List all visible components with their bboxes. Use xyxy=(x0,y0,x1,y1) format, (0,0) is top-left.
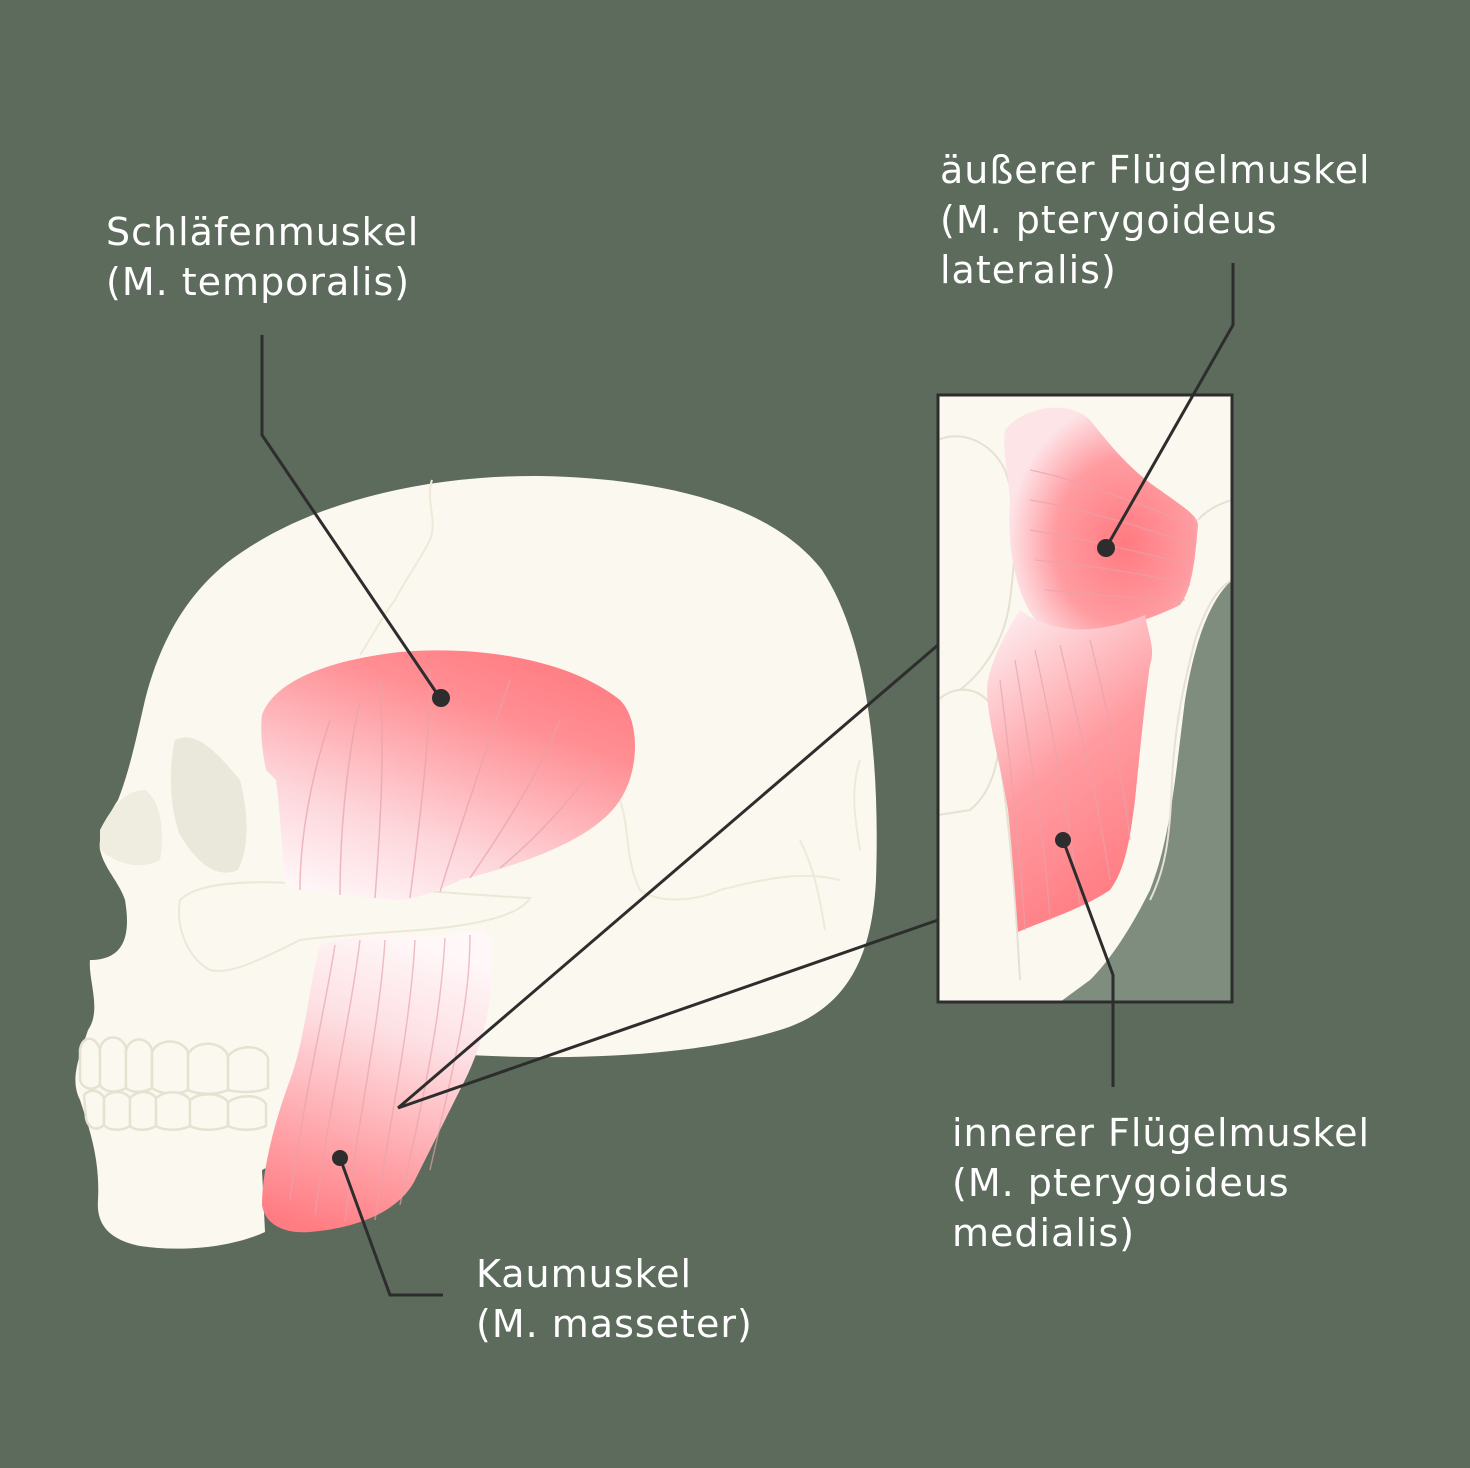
label-pterygoideus-medialis-name: innerer Flügelmuskel xyxy=(952,1111,1371,1155)
leader-line-masseter xyxy=(338,1157,443,1297)
teeth xyxy=(78,1036,270,1131)
dot-temporalis xyxy=(432,689,450,707)
skull-orbit-shadow xyxy=(170,737,247,873)
skull-nose-shadow xyxy=(100,790,162,866)
inset-shadow-region xyxy=(1060,580,1232,1002)
label-masseter-latin: (M. masseter) xyxy=(476,1302,753,1346)
masseter-muscle xyxy=(262,930,493,1233)
skull-sutures xyxy=(359,479,861,931)
temporalis-muscle xyxy=(261,650,635,900)
label-pterygoideus-lateralis-latin-1: (M. pterygoideus xyxy=(940,198,1278,242)
label-temporalis-latin: (M. temporalis) xyxy=(106,260,411,304)
label-pterygoideus-lateralis: äußerer Flügelmuskel (M. pterygoideus la… xyxy=(940,145,1371,295)
label-temporalis: Schläfenmuskel (M. temporalis) xyxy=(106,207,419,307)
dot-pterygoid-medial xyxy=(1055,832,1071,848)
lateral-pterygoid-muscle xyxy=(1004,407,1198,640)
leader-line-pterygoid-medial xyxy=(1061,839,1115,1087)
medial-pterygoid-muscle xyxy=(987,610,1153,932)
label-pterygoideus-medialis-latin-1: (M. pterygoideus xyxy=(952,1161,1290,1205)
leader-line-pterygoid-lateral xyxy=(1104,263,1235,549)
label-masseter: Kaumuskel (M. masseter) xyxy=(476,1249,753,1349)
inset-frame-border xyxy=(936,393,1234,1004)
zoom-line-upper xyxy=(397,643,939,1110)
dot-masseter xyxy=(332,1150,348,1166)
leader-lines xyxy=(260,263,1235,1297)
label-pterygoideus-medialis-latin-2: medialis) xyxy=(952,1211,1136,1255)
label-masseter-name: Kaumuskel xyxy=(476,1252,693,1296)
leader-line-temporalis xyxy=(260,335,442,699)
label-pterygoideus-lateralis-name: äußerer Flügelmuskel xyxy=(940,148,1371,192)
leader-dots xyxy=(332,539,1115,1166)
zoom-line-lower xyxy=(397,918,939,1110)
label-temporalis-name: Schläfenmuskel xyxy=(106,210,420,254)
inset-detail xyxy=(936,393,1234,1004)
label-pterygoideus-medialis: innerer Flügelmuskel (M. pterygoideus me… xyxy=(952,1108,1370,1258)
dot-pterygoid-lateral xyxy=(1097,539,1115,557)
label-pterygoideus-lateralis-latin-2: lateralis) xyxy=(940,248,1117,292)
